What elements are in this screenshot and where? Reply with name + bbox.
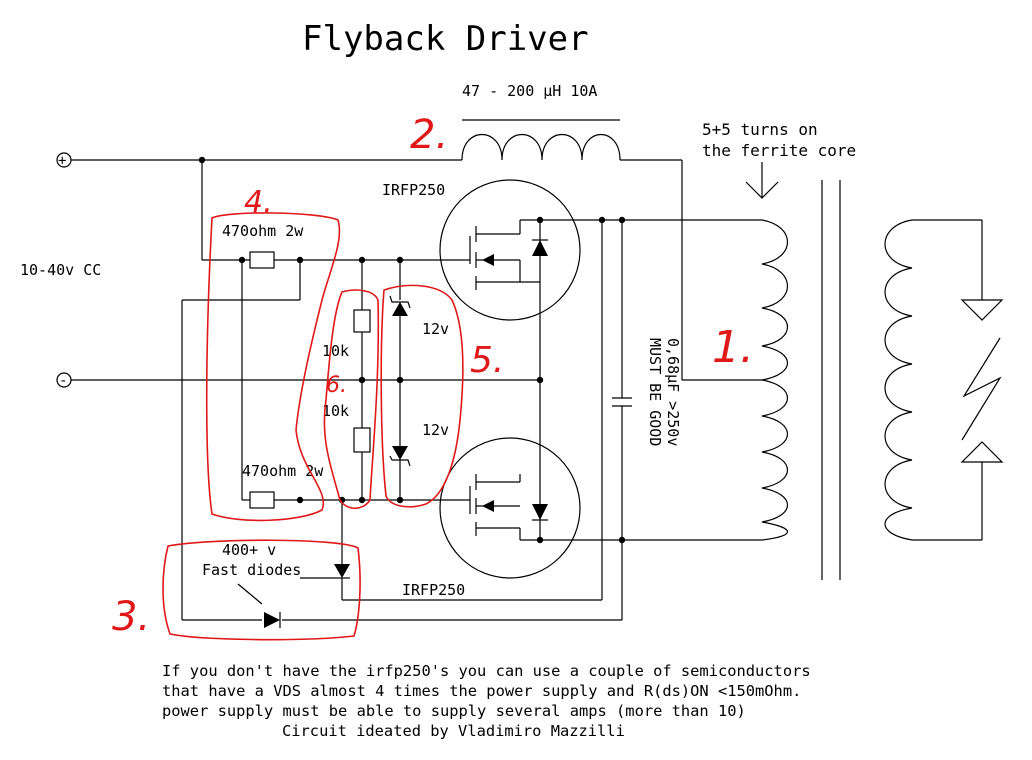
core-note-line-2: the ferrite core bbox=[702, 141, 856, 160]
zener-top-label: 12v bbox=[422, 320, 449, 338]
diode-label-pointers bbox=[237, 577, 334, 605]
zener-bottom-label: 12v bbox=[422, 421, 449, 439]
resistor-10k-bottom-label: 10k bbox=[322, 402, 349, 420]
minus-terminal: - bbox=[56, 372, 72, 389]
zener-diode-bottom bbox=[389, 446, 411, 467]
inductor-coil bbox=[461, 134, 621, 161]
inductor-label: 47 - 200 µH 10A bbox=[462, 82, 597, 100]
resistor-10k-bottom bbox=[353, 427, 371, 453]
annotation-number-4: 4. bbox=[244, 185, 273, 220]
wiring bbox=[71, 159, 762, 621]
core-note-line-1: 5+5 turns on bbox=[702, 120, 818, 139]
plus-symbol: + bbox=[58, 153, 66, 169]
minus-symbol: - bbox=[59, 373, 67, 389]
capacitor-label-line-1: 0,68µF >250v bbox=[664, 338, 682, 446]
annotation-number-1: 1. bbox=[712, 322, 754, 373]
capacitor-label-line-2: MUST BE GOOD bbox=[646, 338, 664, 446]
resistor-470-top bbox=[249, 251, 275, 269]
core-note-arrow bbox=[745, 162, 779, 199]
mosfet-top bbox=[439, 179, 581, 380]
annotation-number-6: 6. bbox=[326, 373, 347, 398]
note-line-2: that have a VDS almost 4 times the power… bbox=[162, 682, 801, 700]
primary-winding bbox=[761, 219, 789, 541]
capacitor-label: 0,68µF >250v MUST BE GOOD bbox=[646, 338, 682, 446]
diode-label-line-2: Fast diodes bbox=[202, 561, 301, 579]
annotation-outline-4 bbox=[205, 212, 341, 522]
annotation-outline-6 bbox=[323, 289, 380, 510]
supply-label: 10-40v CC bbox=[20, 261, 101, 279]
diode-label-line-1: 400+ v bbox=[222, 541, 276, 559]
mosfet-top-label: IRFP250 bbox=[382, 181, 445, 199]
resistor-470-top-label: 470ohm 2w bbox=[222, 222, 304, 240]
note-line-1: If you don't have the irfp250's you can … bbox=[162, 662, 811, 680]
annotation-outline-5 bbox=[380, 284, 464, 508]
secondary-winding bbox=[884, 219, 913, 541]
mosfet-bottom bbox=[439, 380, 581, 579]
annotation-number-3: 3. bbox=[112, 594, 150, 640]
secondary-output-wires bbox=[912, 219, 983, 541]
junction-dots bbox=[198, 156, 626, 544]
annotation-number-5: 5. bbox=[470, 340, 504, 381]
resistor-10k-top bbox=[353, 309, 371, 333]
fast-diode-vertical bbox=[334, 564, 350, 579]
ferrite-core bbox=[821, 180, 841, 580]
mosfet-bottom-label: IRFP250 bbox=[402, 581, 465, 599]
fast-diode-horizontal bbox=[264, 612, 281, 628]
diagram-title: Flyback Driver bbox=[302, 19, 589, 59]
zener-diode-top bbox=[389, 295, 411, 316]
note-line-3: power supply must be able to supply seve… bbox=[162, 702, 746, 720]
resistor-470-bottom bbox=[249, 491, 275, 509]
author-credit: Circuit ideated by Vladimiro Mazzilli bbox=[282, 722, 625, 740]
resistor-10k-top-label: 10k bbox=[322, 342, 349, 360]
annotation-number-2: 2. bbox=[410, 112, 448, 158]
spark-gap bbox=[960, 299, 1004, 463]
resistor-470-bottom-label: 470ohm 2w bbox=[242, 462, 324, 480]
plus-terminal: + bbox=[56, 152, 72, 169]
capacitor bbox=[612, 397, 632, 407]
annotation-outline-3 bbox=[162, 539, 361, 641]
